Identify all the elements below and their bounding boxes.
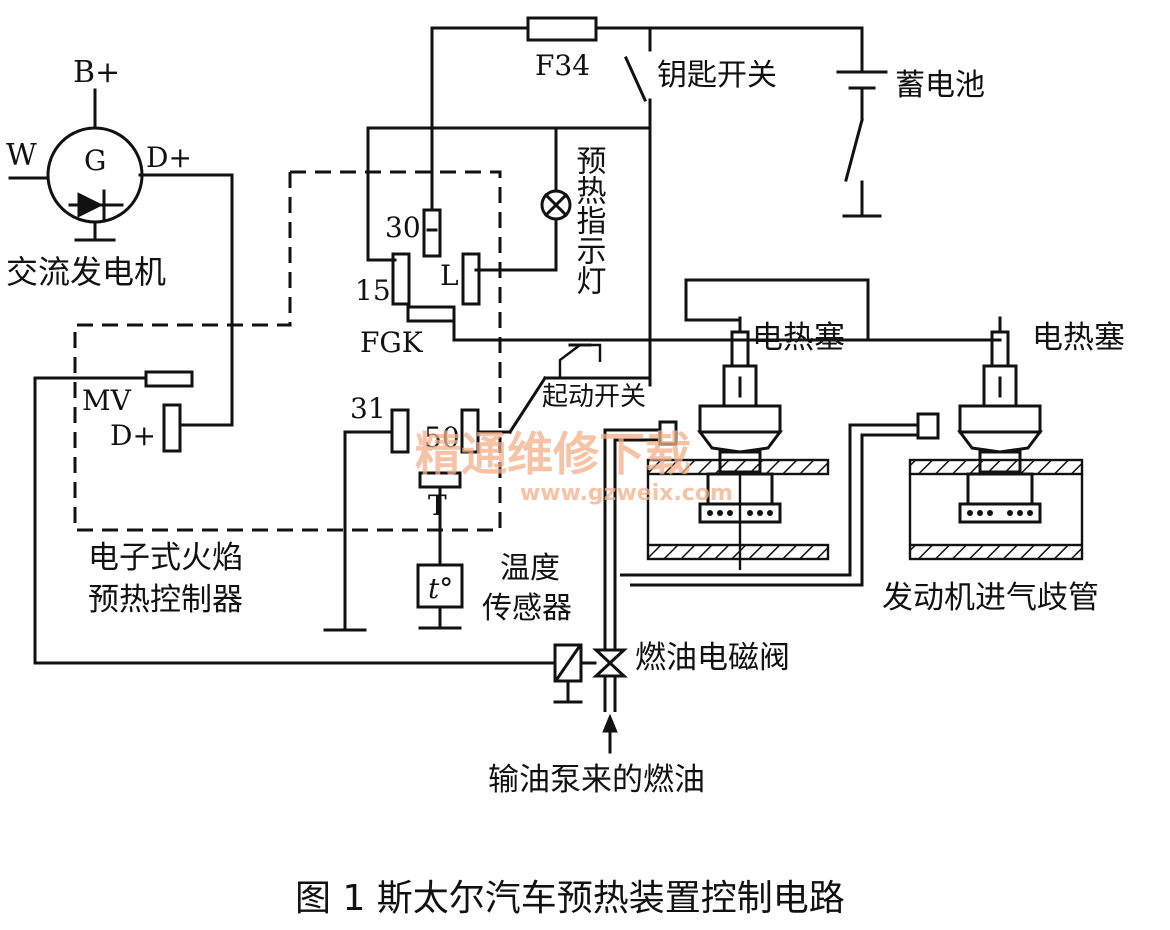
pin-fgk-label: FGK <box>360 326 424 359</box>
pin-d-plus-label: D+ <box>110 419 156 452</box>
fuel-solenoid-valve: 燃油电磁阀 输油泵来的燃油 <box>488 580 790 798</box>
key-switch-label: 钥匙开关 <box>657 58 777 93</box>
generator-name: 交流发电机 <box>6 253 166 291</box>
fuse-label: F34 <box>535 49 590 82</box>
pin-50-label: 50 <box>424 421 460 454</box>
glow-plug-1-label: 电热塞 <box>752 320 845 356</box>
glow-plug-2: 电热塞 <box>908 316 1125 561</box>
generator-w-label: W <box>6 138 37 173</box>
key-switch-blade <box>624 56 647 102</box>
pin-31-label: 31 <box>350 392 386 425</box>
pin-fgk <box>406 305 456 323</box>
pin-30 <box>422 208 442 258</box>
glow-plug-1: 电热塞 <box>646 316 845 570</box>
battery-label: 蓄电池 <box>895 68 985 103</box>
controller-wiring: 起动开关 t° 温度 传感器 <box>33 278 1002 665</box>
glow-plug-2-label: 电热塞 <box>1032 320 1125 356</box>
alternator: B+ W G D+ 交流发电机 <box>6 55 234 427</box>
pin-t-label: T <box>428 489 447 522</box>
start-switch-label: 起动开关 <box>542 382 646 412</box>
generator-d-plus-label: D+ <box>146 141 192 174</box>
power-supply-wiring: F34 钥匙开关 蓄电池 预热指示灯 <box>366 16 985 387</box>
pin-31 <box>390 408 410 454</box>
temp-sensor-label-line2: 传感器 <box>482 591 572 626</box>
indicator-lamp-label: 预热指示灯 <box>571 145 607 295</box>
flame-preheat-controller: 30 15 L FGK MV D+ 31 50 T 电子式火焰 预热控制器 <box>73 170 502 618</box>
fuel-pipes <box>603 412 940 587</box>
fuel-valve-label: 燃油电磁阀 <box>635 640 790 676</box>
pin-l-label: L <box>440 259 459 292</box>
pin-15-label: 15 <box>355 274 391 307</box>
watermark-text: 精通维修下载 <box>415 427 691 481</box>
temp-sensor-label-line1: 温度 <box>500 551 560 586</box>
fuel-source-label: 输油泵来的燃油 <box>488 762 705 798</box>
intake-manifold-label: 发动机进气歧管 <box>882 580 1099 616</box>
pin-d-plus <box>162 403 182 453</box>
figure-caption: 图 1 斯太尔汽车预热装置控制电路 <box>295 878 845 919</box>
temp-sensor-symbol: t° <box>428 572 453 605</box>
generator-b-plus-label: B+ <box>73 55 120 90</box>
controller-name-line2: 预热控制器 <box>88 582 243 618</box>
pin-mv-label: MV <box>82 384 132 417</box>
pin-mv <box>144 370 194 388</box>
controller-name-line1: 电子式火焰 <box>88 540 243 576</box>
pin-30-label: 30 <box>385 211 421 244</box>
generator-g-label: G <box>84 144 106 177</box>
watermark-url: www.gzweix.com <box>520 481 733 506</box>
pin-15 <box>391 252 411 306</box>
fuse-f34 <box>526 16 598 42</box>
pin-l <box>461 252 481 306</box>
start-switch <box>558 343 602 378</box>
